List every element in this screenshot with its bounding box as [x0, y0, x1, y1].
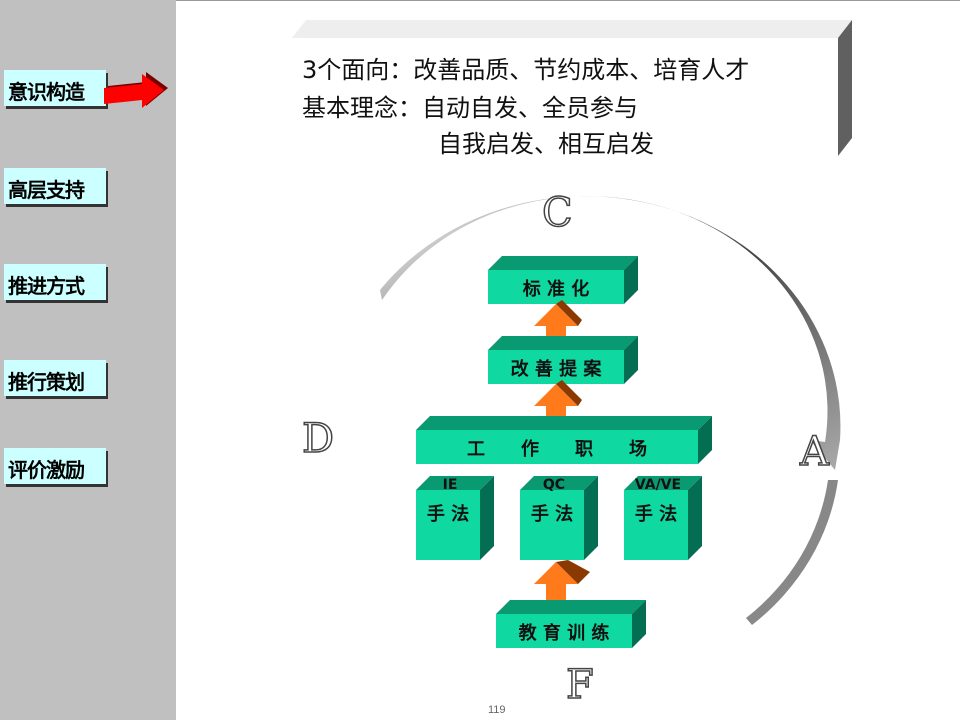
- method-code: VA/VE: [635, 477, 681, 493]
- cycle-letter-c: C: [542, 190, 573, 236]
- nav-item-label: 意识构造: [8, 80, 85, 104]
- concept-banner: 3个面向：改善品质、节约成本、培育人才 基本理念：自动自发、全员参与 自我启发、…: [292, 20, 852, 158]
- nav-item-label: 推行策划: [8, 370, 85, 394]
- banner-line-principles: 基本理念：自动自发、全员参与: [302, 94, 638, 122]
- method-label: 手 法: [635, 503, 677, 525]
- nav-item-planning[interactable]: 推行策划: [4, 360, 106, 396]
- nav-item-label: 推进方式: [8, 274, 85, 298]
- level-label: 教 育 训 练: [519, 622, 610, 644]
- up-arrow: [534, 560, 590, 614]
- nav-item-top-support[interactable]: 高层支持: [4, 168, 106, 204]
- level-label: 工 作 职 场: [467, 438, 647, 460]
- banner-line-orientations: 3个面向：改善品质、节约成本、培育人才: [302, 56, 750, 84]
- method-label: 手 法: [427, 503, 469, 525]
- level-workplace: 工 作 职 场: [416, 416, 712, 464]
- up-arrow: [534, 380, 582, 430]
- cycle-letter-a: A: [799, 429, 830, 475]
- active-item-arrow-icon: [104, 72, 168, 108]
- method-code: QC: [543, 477, 565, 493]
- improvement-diagram: C A D F 标 准 化 改 善 提 案 工 作 职 场 IE 手: [301, 189, 841, 709]
- cycle-letter-f: F: [566, 662, 594, 708]
- nav-item-label: 评价激励: [8, 458, 85, 482]
- page-number: 119: [488, 704, 506, 716]
- method-qc: QC 手 法: [520, 476, 598, 560]
- cycle-letter-d: D: [302, 416, 334, 462]
- nav-item-awareness[interactable]: 意识构造: [4, 70, 106, 106]
- method-ie: IE 手 法: [416, 476, 494, 560]
- level-standardization: 标 准 化: [488, 256, 638, 304]
- level-label: 改 善 提 案: [511, 358, 603, 380]
- up-arrow: [534, 300, 582, 350]
- method-label: 手 法: [531, 503, 573, 525]
- banner-box: [292, 20, 852, 156]
- method-vave: VA/VE 手 法: [624, 476, 702, 560]
- level-education-training: 教 育 训 练: [496, 600, 646, 648]
- cycle-arc-right: [746, 480, 838, 625]
- level-label: 标 准 化: [522, 278, 590, 300]
- top-divider: [176, 0, 960, 1]
- nav-item-promotion-method[interactable]: 推进方式: [4, 264, 106, 300]
- level-improvement-proposal: 改 善 提 案: [488, 336, 638, 384]
- nav-item-label: 高层支持: [8, 178, 85, 202]
- method-code: IE: [443, 477, 458, 493]
- banner-line-principles-cont: 自我启发、相互启发: [438, 130, 654, 158]
- nav-item-evaluation[interactable]: 评价激励: [4, 448, 106, 484]
- sidebar: 意识构造 高层支持 推进方式 推行策划 评价激励: [0, 0, 176, 720]
